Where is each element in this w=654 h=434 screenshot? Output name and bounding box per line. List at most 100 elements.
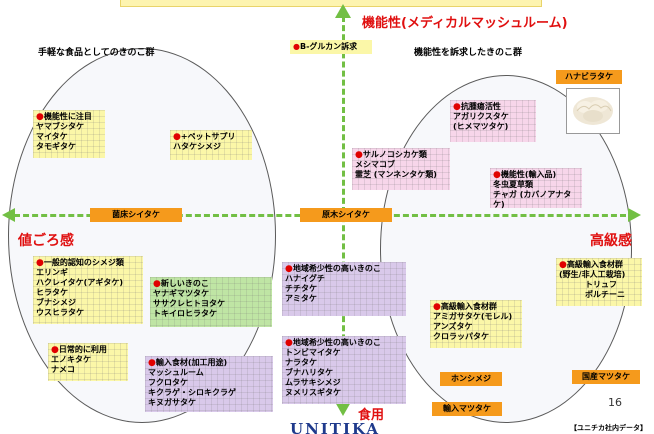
red-dot-icon: ● [433,302,441,312]
list-item: マイタケ [36,132,68,141]
box-title: 輸入食材(加工用途) [155,358,228,367]
list-item: アンズタケ [433,322,473,331]
box-pet: ●+ペットサプリ ハタケシメジ [170,130,252,160]
label-kokusan-matsutake: 国産マツタケ [572,370,640,384]
box-antitumor: ●抗腫瘍活性 アガリクスタケ (ヒメマツタケ) [450,100,536,142]
list-item: マッシュルーム [148,368,204,377]
box-daily: ●日常的に利用 エノキタケ ナメコ [48,343,128,381]
box-import-processed: ●輸入食材(加工用途) マッシュルーム フクロタケ キクラゲ・シロキクラゲ キヌ… [145,356,273,412]
list-item: チャガ (カバノアナタケ) [493,190,572,209]
box-title: 機能性(輸入品) [500,170,557,179]
axis-label-bottom: 食用 [358,408,385,423]
list-item: キヌガサタケ [148,398,196,407]
label-yunyu-matsutake: 輸入マツタケ [432,402,502,416]
box-functional: ●機能性に注目 ヤマブシタケ マイタケ タモギタケ [33,110,105,158]
red-dot-icon: ● [453,102,461,112]
list-item: アガリクスタケ [453,112,509,121]
red-dot-icon: ● [493,170,501,180]
list-item: アミガサタケ(モレル) [433,312,513,321]
list-item: キクラゲ・シロキクラゲ [148,388,236,397]
section-title-left: 手軽な食品としてのきのこ群 [38,48,155,58]
red-dot-icon: ● [153,279,161,289]
list-item: タモギタケ [36,142,76,151]
red-dot-icon: ● [285,338,293,348]
list-item: アミタケ [285,294,317,303]
top-strip [120,0,542,7]
axis-label-right: 高級感 [590,233,632,249]
list-item: メシマコブ [355,160,395,169]
beta-glucan-badge: ●B-グルカン訴求 [290,40,372,54]
red-dot-icon: ● [285,264,293,274]
list-item: ヤマブシタケ [36,122,84,131]
list-item: ナメコ [51,365,75,374]
axis-label-top: 機能性(メディカルマッシュルーム) [362,16,568,31]
box-title: サルノコシカケ類 [362,150,427,159]
red-dot-icon: ● [355,150,363,160]
list-item: ブナシメジ [36,298,76,307]
hanabiratake-icon [573,97,613,125]
list-item: クロラッパタケ [433,332,489,341]
red-dot-icon: ● [293,42,300,51]
list-item: フクロタケ [148,378,188,387]
list-item: ヤナギマツタケ [153,289,209,298]
box-title: 高級輸入食材群 [566,260,623,269]
list-item: ムラサキシメジ [285,378,341,387]
box-saru: ●サルノコシカケ類 メシマコブ 霊芝 (マンネンタケ類) [352,148,450,190]
list-item: ナラタケ [285,358,317,367]
list-item: エリンギ [36,268,68,277]
list-item: トリュフ [585,280,617,289]
list-item: エノキタケ [51,355,91,364]
label-honshimeji: ホンシメジ [440,372,502,386]
list-item: ヌメリスギタケ [285,388,341,397]
label-genboku-shiitake: 原木シイタケ [300,208,392,222]
red-dot-icon: ● [36,258,44,268]
box-new: ●新しいきのこ ヤナギマツタケ ササクレヒトヨタケ トキイロヒラタケ [150,277,272,327]
list-item: 霊芝 (マンネンタケ類) [355,170,437,179]
box-luxury-wild: ●高級輸入食材群 (野生/非人工栽培) トリュフ ポルチーニ [556,258,642,306]
down-arrow-icon [335,402,351,416]
label-kinsho-shiitake: 菌床シイタケ [90,208,182,222]
list-item: ウスヒラタケ [36,308,84,317]
axis-label-left: 値ごろ感 [18,233,74,249]
page-number: 16 [608,396,622,409]
list-item: ハクレイタケ(アギタケ) [36,278,123,287]
box-title: 地域希少性の高いきのこ [292,338,381,347]
box-title: +ペットサプリ [180,132,236,141]
box-general: ●一般的認知のシメジ類 エリンギ ハクレイタケ(アギタケ) ヒラタケ ブナシメジ… [33,256,143,324]
list-item: ハナイグチ [285,274,325,283]
list-item: トキイロヒラタケ [153,309,217,318]
list-item: (ヒメマツタケ) [453,122,509,131]
box-title: 新しいきのこ [160,279,209,288]
list-item: (野生/非人工栽培) [559,270,626,279]
red-dot-icon: ● [148,358,156,368]
box-local-rare: ●地域希少性の高いきのこ トンビマイタケ ナラタケ ブナハリタケ ムラサキシメジ… [282,336,406,404]
up-arrow-icon [335,4,351,18]
badge-text: B-グルカン訴求 [299,42,358,51]
list-item: トンビマイタケ [285,348,341,357]
box-functional-import: ●機能性(輸入品) 冬虫夏草類 チャガ (カバノアナタケ) [490,168,582,209]
box-title: 一般的認知のシメジ類 [43,258,124,267]
right-arrow-icon [628,208,641,222]
section-title-right: 機能性を訴求したきのこ群 [414,48,523,58]
box-title: 機能性に注目 [43,112,92,121]
box-title: 抗腫瘍活性 [460,102,501,111]
left-arrow-icon [2,208,15,222]
company-logo: UNITIKA [290,422,381,434]
list-item: ササクレヒトヨタケ [153,299,225,308]
box-local-high: ●地域希少性の高いきのこ ハナイグチ チチタケ アミタケ [282,262,406,316]
red-dot-icon: ● [173,132,181,142]
mushroom-photo [566,88,620,134]
red-dot-icon: ● [51,345,59,355]
box-luxury-import: ●高級輸入食材群 アミガサタケ(モレル) アンズタケ クロラッパタケ [430,300,522,348]
box-title: 高級輸入食材群 [440,302,497,311]
box-title: 日常的に利用 [58,345,107,354]
box-title: 地域希少性の高いきのこ [292,264,381,273]
list-item: ハタケシメジ [173,142,221,151]
source-note: 【ユニチカ社内データ】 [570,424,647,432]
red-dot-icon: ● [36,112,44,122]
list-item: ポルチーニ [585,290,625,299]
list-item: ブナハリタケ [285,368,333,377]
list-item: チチタケ [285,284,317,293]
red-dot-icon: ● [559,260,567,270]
label-hanabiratake: ハナビラタケ [556,70,622,84]
